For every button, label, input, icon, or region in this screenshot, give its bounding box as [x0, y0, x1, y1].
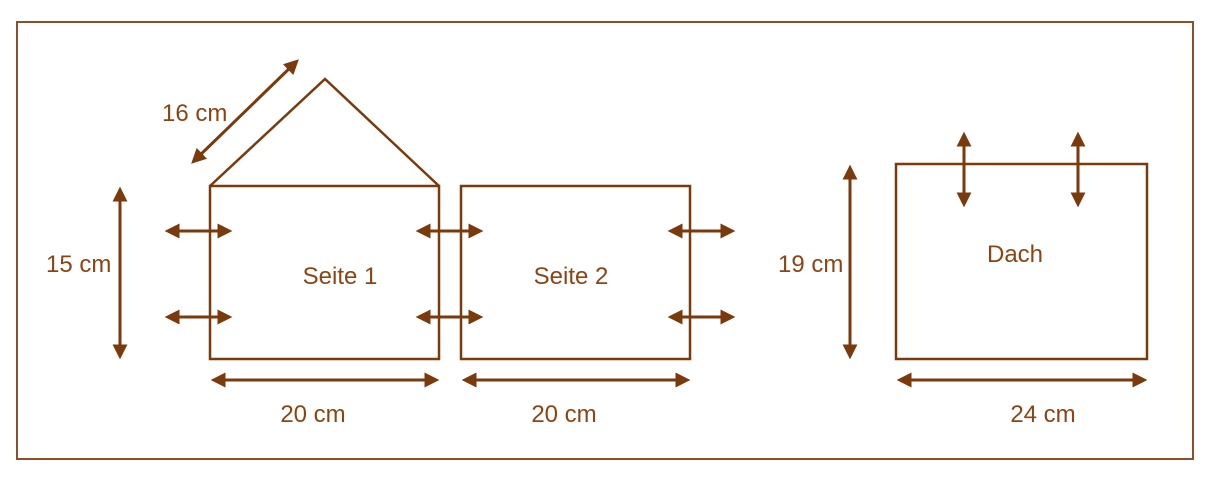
dach-width-label: 24 cm — [1010, 401, 1075, 428]
panel-seite-2: Seite 2 20 cm — [459, 184, 736, 428]
seite-1-gable — [209, 77, 440, 187]
seite-2-label: Seite 2 — [534, 263, 609, 290]
seite-1-label: Seite 1 — [303, 263, 378, 290]
seite-1-rect — [208, 184, 441, 361]
panel-dach: Dach 19 cm 24 cm — [778, 131, 1149, 428]
roof-dimension-label: 16 cm — [162, 100, 227, 127]
roof-dimension-arrow — [191, 59, 299, 164]
seite-1-height-label: 15 cm — [46, 251, 111, 278]
dach-label: Dach — [987, 241, 1043, 268]
panel-seite-1: Seite 1 16 cm 15 cm 20 cm — [46, 59, 441, 428]
dach-rect — [894, 162, 1149, 361]
dach-height-label: 19 cm — [778, 251, 843, 278]
outer-frame — [16, 21, 1194, 460]
seite-2-rect — [459, 184, 692, 361]
seite-1-width-label: 20 cm — [280, 401, 345, 428]
seite-2-width-label: 20 cm — [531, 401, 596, 428]
